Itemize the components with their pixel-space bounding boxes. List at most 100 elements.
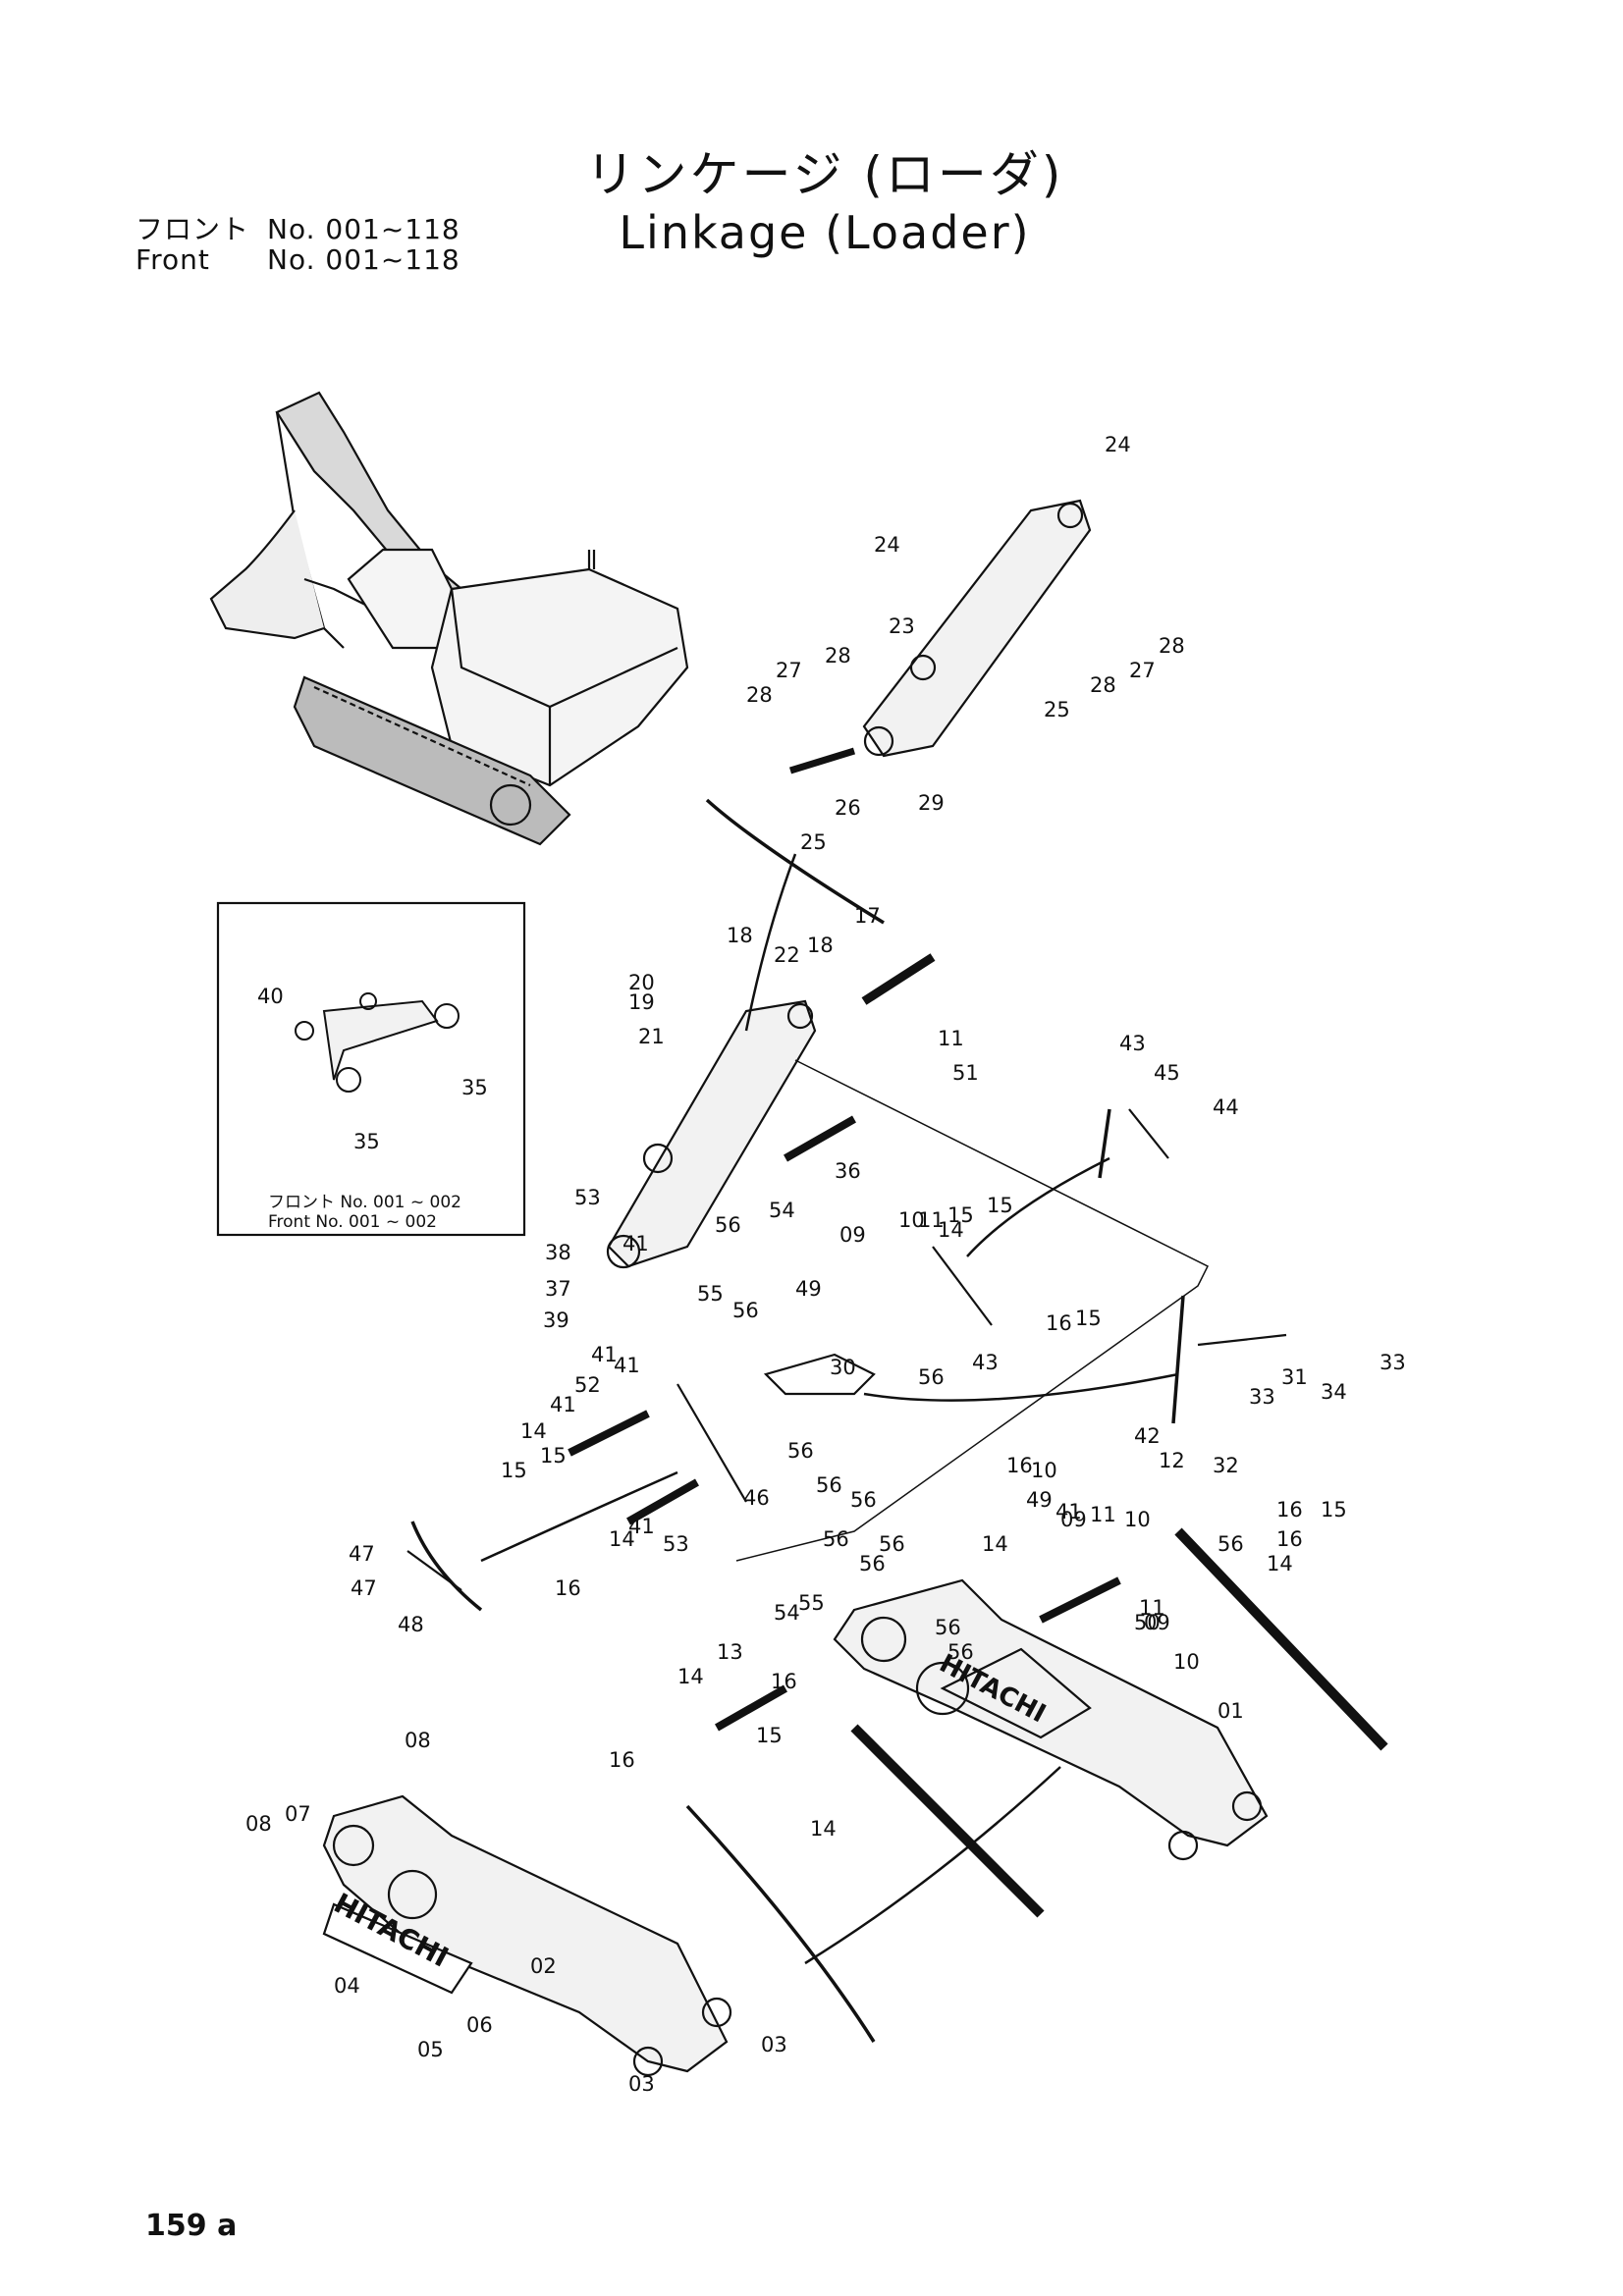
part-label-25: 25 xyxy=(800,830,827,854)
pin-17 xyxy=(861,953,936,1005)
part-label-33: 33 xyxy=(1380,1351,1406,1374)
part-label-38: 38 xyxy=(545,1241,571,1264)
part-label-54: 54 xyxy=(769,1199,795,1222)
part-label-16: 16 xyxy=(771,1670,797,1693)
inset-label-35a: 35 xyxy=(461,1076,488,1099)
part-label-46: 46 xyxy=(743,1486,770,1510)
front-label-en: Front xyxy=(135,243,210,276)
part-label-56: 56 xyxy=(935,1616,961,1639)
front-number-block: フロント No. 001~118 Front No. 001~118 xyxy=(135,214,460,275)
part-label-16: 16 xyxy=(555,1576,581,1600)
part-label-15: 15 xyxy=(1075,1307,1102,1330)
part-label-14: 14 xyxy=(609,1527,635,1551)
no-label: No. xyxy=(267,213,316,245)
link-45 xyxy=(676,1383,747,1503)
part-label-11: 11 xyxy=(1139,1596,1165,1620)
part-label-14: 14 xyxy=(520,1419,547,1443)
part-label-11: 11 xyxy=(938,1027,964,1050)
part-label-13: 13 xyxy=(717,1640,743,1664)
title-english: Linkage (Loader) xyxy=(619,206,1031,259)
part-label-49: 49 xyxy=(795,1277,822,1301)
part-label-02: 02 xyxy=(530,1954,557,1978)
callout-bracket-31 xyxy=(1171,1295,1185,1424)
part-label-26: 26 xyxy=(835,796,861,820)
part-label-22: 22 xyxy=(774,943,800,967)
no-label-en: No. xyxy=(267,243,316,276)
link-31 xyxy=(1197,1333,1287,1347)
part-label-28: 28 xyxy=(1090,673,1116,697)
part-label-56: 56 xyxy=(823,1527,849,1551)
part-label-45: 45 xyxy=(1154,1061,1180,1085)
part-label-28: 28 xyxy=(825,644,851,667)
part-label-52: 52 xyxy=(574,1373,601,1397)
part-label-36: 36 xyxy=(835,1159,861,1183)
serial-range: 001~118 xyxy=(325,213,460,245)
arm-23-illustration xyxy=(862,499,1092,758)
cylinder-lower xyxy=(850,1724,1045,1918)
part-label-41: 41 xyxy=(1055,1500,1082,1523)
part-label-12: 12 xyxy=(1159,1449,1185,1472)
link-44 xyxy=(1128,1108,1169,1159)
pin-12 xyxy=(1039,1576,1121,1624)
part-label-34: 34 xyxy=(1321,1380,1347,1404)
part-label-18: 18 xyxy=(727,924,753,947)
part-label-15: 15 xyxy=(987,1194,1013,1217)
boom-01-illustration xyxy=(833,1578,1269,1861)
title-japanese: リンケージ (ローダ) xyxy=(585,146,1064,203)
part-label-19: 19 xyxy=(628,990,655,1014)
part-label-56: 56 xyxy=(850,1488,877,1512)
part-label-56: 56 xyxy=(732,1299,759,1322)
part-label-56: 56 xyxy=(787,1439,814,1463)
part-label-44: 44 xyxy=(1213,1095,1239,1119)
part-label-03: 03 xyxy=(761,2033,787,2056)
part-label-37: 37 xyxy=(545,1277,571,1301)
boom-02-illustration xyxy=(322,1794,732,2077)
part-label-51: 51 xyxy=(952,1061,979,1085)
serial-range-en: 001~118 xyxy=(325,243,460,276)
part-label-25: 25 xyxy=(1044,698,1070,721)
part-label-55: 55 xyxy=(697,1282,724,1306)
part-label-43: 43 xyxy=(972,1351,999,1374)
part-label-56: 56 xyxy=(1217,1532,1244,1556)
part-label-29: 29 xyxy=(918,791,945,815)
part-label-09: 09 xyxy=(1060,1508,1087,1531)
pin-13 xyxy=(715,1684,787,1732)
pin-51 xyxy=(568,1410,650,1457)
part-label-18: 18 xyxy=(807,934,834,957)
part-label-04: 04 xyxy=(334,1974,360,1998)
part-label-48: 48 xyxy=(398,1613,424,1636)
part-label-08: 08 xyxy=(245,1812,272,1836)
part-label-17: 17 xyxy=(854,904,881,928)
part-label-14: 14 xyxy=(677,1665,704,1688)
callout-arrow-44 xyxy=(966,1156,1110,1257)
callout-arrow-top xyxy=(744,853,797,1032)
part-label-15: 15 xyxy=(756,1724,783,1747)
part-labels: 0102030304050607080809090910101010111111… xyxy=(245,433,1406,2096)
part-label-41: 41 xyxy=(622,1232,649,1255)
part-label-11: 11 xyxy=(918,1208,945,1232)
part-label-01: 01 xyxy=(1217,1699,1244,1723)
part-label-41: 41 xyxy=(628,1515,655,1538)
callout-arrow-02 xyxy=(804,1766,1061,1965)
part-label-16: 16 xyxy=(609,1748,635,1772)
callout-arc-top xyxy=(705,798,885,925)
arm-22-illustration xyxy=(606,999,817,1269)
pin-52 xyxy=(626,1478,699,1525)
part-label-03: 03 xyxy=(628,2072,655,2096)
inset-label-40: 40 xyxy=(257,985,284,1008)
part-label-24: 24 xyxy=(874,533,900,557)
excavator-illustration xyxy=(209,391,689,846)
link-30 xyxy=(763,1353,876,1396)
inset-front-jp: フロント No. 001 ~ 002 xyxy=(268,1193,461,1212)
part-label-09: 09 xyxy=(1144,1611,1170,1634)
part-label-07: 07 xyxy=(285,1802,311,1826)
part-label-49: 49 xyxy=(1026,1488,1053,1512)
part-label-56: 56 xyxy=(859,1552,886,1575)
part-label-10: 10 xyxy=(1124,1508,1151,1531)
cylinder-right xyxy=(1174,1527,1388,1751)
part-label-56: 56 xyxy=(816,1473,842,1497)
part-label-53: 53 xyxy=(663,1532,689,1556)
page-number: 159 a xyxy=(145,2209,238,2243)
part-label-16: 16 xyxy=(1006,1454,1033,1477)
